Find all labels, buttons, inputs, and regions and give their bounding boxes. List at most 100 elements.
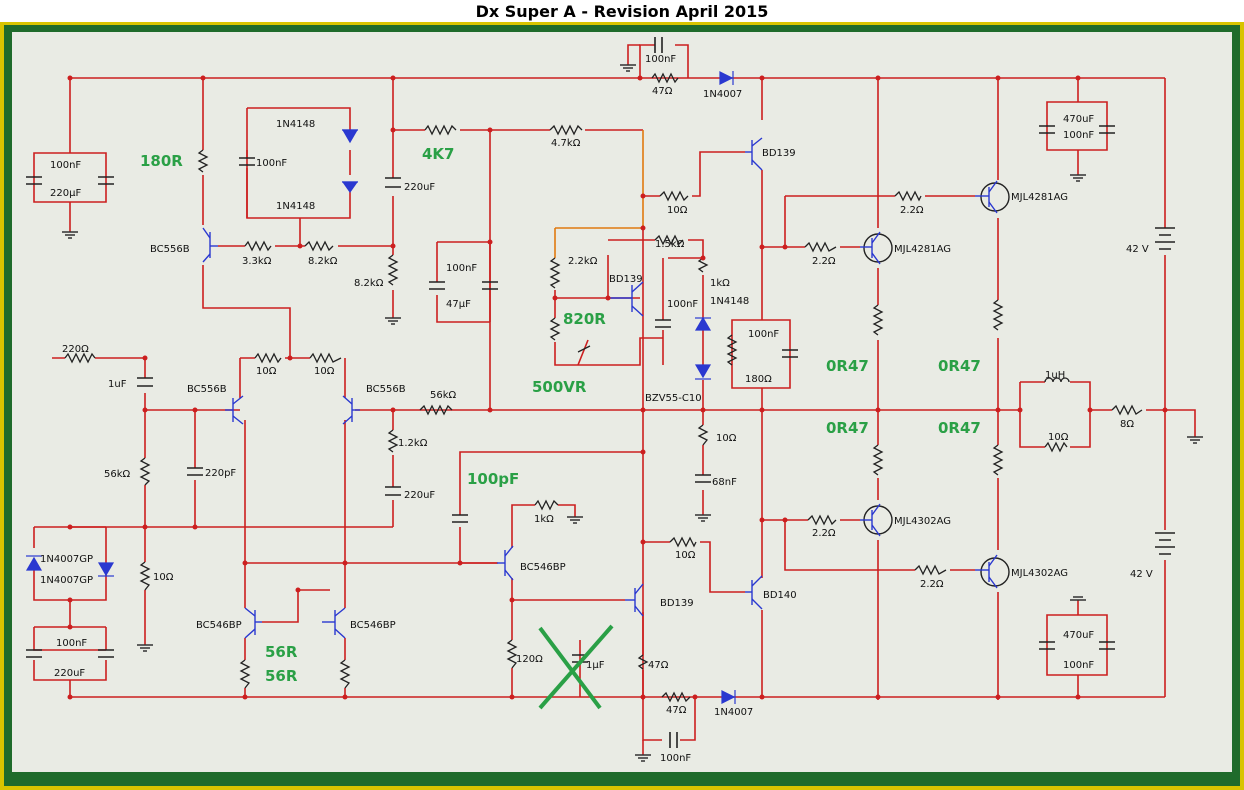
annot-100pF: 100pF (467, 470, 519, 488)
d-1n4007gp-b-label: 1N4007GP (40, 575, 93, 586)
annot-0R47-c: 0R47 (826, 419, 869, 437)
q-bc546-l-label: BC546BP (196, 620, 242, 631)
r-47-b-label: 47Ω (648, 660, 669, 671)
r-47-c-label: 47Ω (666, 705, 687, 716)
q-bc556-left (225, 395, 244, 425)
q-bd139-drv (745, 137, 763, 171)
r-2-2-d-label: 2.2Ω (920, 579, 944, 590)
batteries (1155, 227, 1175, 555)
q-bd140 (745, 575, 763, 610)
d-1n4148-b-label: 1N4148 (276, 201, 315, 212)
q-bc546-l (244, 607, 262, 639)
c-220uF-lb-label: 220uF (54, 668, 85, 679)
r-10-vas-label: 10Ω (667, 205, 688, 216)
c-in-100n-label: 100nF (50, 160, 81, 171)
c-220uF-1-label: 220uF (404, 182, 435, 193)
q-bd140-label: BD140 (763, 590, 797, 601)
annot-56R-b: 56R (265, 667, 298, 685)
l-1uH-label: 1uH (1045, 370, 1065, 381)
c-100nF-box-label: 100nF (748, 329, 779, 340)
q-bd139-b (625, 583, 644, 617)
c-100nF-lb-label: 100nF (56, 638, 87, 649)
q-mjl4302-a (860, 503, 893, 537)
r-8-out-label: 8Ω (1120, 419, 1134, 430)
q-bd139-a (608, 281, 644, 317)
d-1n4007gp-a-label: 1N4007GP (40, 554, 93, 565)
r-10-out-label: 10Ω (1048, 432, 1069, 443)
c-68nF-label: 68nF (712, 477, 737, 488)
c-220uF-2-label: 220uF (404, 490, 435, 501)
r-180-label: 180Ω (745, 374, 772, 385)
c-100nF-left-label: 100nF (256, 158, 287, 169)
annot-56R-a: 56R (265, 643, 298, 661)
r-10-la-label: 10Ω (256, 366, 277, 377)
d-bzv-label: BZV55-C10 (645, 393, 702, 404)
component-labels: 100nF 47Ω 1N4007 100nF 220µF 1N4148 1N41… (40, 54, 1153, 764)
q-bd139-a-label: BD139 (609, 274, 643, 285)
v-42-top-label: 42 V (1126, 244, 1149, 255)
c-in-220u-label: 220µF (50, 188, 81, 199)
annot-500VR: 500VR (532, 378, 587, 396)
q-bc556-top (202, 227, 218, 263)
q-bc556-top-label: BC556B (150, 244, 190, 255)
junction-dots (67, 75, 1168, 700)
c-47uF-label: 47µF (446, 299, 471, 310)
r-1-2k-label: 1.2kΩ (398, 438, 428, 449)
annot-0R47-a: 0R47 (826, 357, 869, 375)
schematic-canvas (12, 32, 1232, 772)
r-3-3k-label: 3.3kΩ (242, 256, 272, 267)
r-10-lb-label: 10Ω (314, 366, 335, 377)
c-100nF-mid-label: 100nF (446, 263, 477, 274)
q-mjl4281-a-label: MJL4281AG (894, 244, 951, 255)
d-1n4148-c-label: 1N4148 (710, 296, 749, 307)
annot-4K7: 4K7 (422, 145, 455, 163)
c-470uF-top-label: 470uF (1063, 114, 1094, 125)
c-470uF-bot-label: 470uF (1063, 630, 1094, 641)
r-1k-a-label: 1kΩ (710, 278, 730, 289)
d-top-label: 1N4007 (703, 89, 742, 100)
c-220pF-label: 220pF (205, 468, 236, 479)
q-mjl4281-a (860, 231, 893, 265)
r-220-label: 220Ω (62, 344, 89, 355)
q-mjl4302-b-label: MJL4302AG (1011, 568, 1068, 579)
r-1k-b-label: 1kΩ (534, 514, 554, 525)
q-bc556-r-label: BC556B (366, 384, 406, 395)
r-2-2-a-label: 2.2Ω (900, 205, 924, 216)
r-1-5k-label: 1.5kΩ (655, 239, 685, 250)
q-bc546-vas-label: BC546BP (520, 562, 566, 573)
annot-180R: 180R (140, 152, 183, 170)
d-bot-label: 1N4007 (714, 707, 753, 718)
q-bc546-vas (497, 545, 514, 581)
q-mjl4281-b (975, 180, 1010, 214)
r-8-2k-b-label: 8.2kΩ (354, 278, 384, 289)
annot-0R47-b: 0R47 (938, 357, 981, 375)
page-title: Dx Super A - Revision April 2015 (475, 2, 769, 21)
r-8-2k-a-label: 8.2kΩ (308, 256, 338, 267)
r-10-l-label: 10Ω (153, 572, 174, 583)
r-2-2k-label: 2.2kΩ (568, 256, 598, 267)
removed-cap-cross (538, 624, 614, 710)
c-1uF-label: 1uF (108, 379, 127, 390)
q-bc546-r (322, 607, 346, 639)
annot-0R47-d: 0R47 (938, 419, 981, 437)
r-56k-a-label: 56kΩ (430, 390, 457, 401)
resistors (64, 72, 1143, 703)
q-mjl4302-a-label: MJL4302AG (894, 516, 951, 527)
annot-820R: 820R (563, 310, 606, 328)
pot-wiper (577, 345, 591, 353)
q-mjl4302-b (975, 554, 1010, 589)
q-mjl4281-b-label: MJL4281AG (1011, 192, 1068, 203)
q-bd139-b-label: BD139 (660, 598, 694, 609)
q-bd139-drv-label: BD139 (762, 148, 796, 159)
r-top-47-label: 47Ω (652, 86, 673, 97)
q-bc556-right (342, 395, 360, 425)
r-2-2-c-label: 2.2Ω (812, 528, 836, 539)
ground-symbols (62, 64, 1203, 762)
c-bot-100n-label: 100nF (660, 753, 691, 764)
annotations: 180R 4K7 820R 500VR 0R47 0R47 0R47 0R47 … (140, 145, 981, 685)
r-10-mid2-label: 10Ω (675, 550, 696, 561)
c-100nF-bot-r-label: 100nF (1063, 660, 1094, 671)
r-56k-b-label: 56kΩ (104, 469, 131, 480)
